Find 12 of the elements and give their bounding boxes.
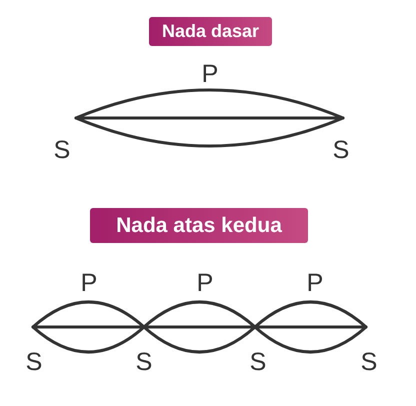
heading-badge: Nada dasar <box>149 17 272 46</box>
wave-point-label: P <box>306 271 324 296</box>
wave-point-label: P <box>80 271 98 296</box>
wave-point-label: S <box>360 350 378 375</box>
wave-point-label: S <box>250 350 266 375</box>
wave-point-label: S <box>136 350 152 375</box>
wave-point-label: P <box>196 271 214 296</box>
wave-point-label: P <box>202 62 218 87</box>
wave-point-label: S <box>26 350 42 375</box>
wave-point-label: S <box>54 138 70 163</box>
wave-point-label: S <box>332 138 350 163</box>
heading-badge: Nada atas kedua <box>90 208 308 243</box>
